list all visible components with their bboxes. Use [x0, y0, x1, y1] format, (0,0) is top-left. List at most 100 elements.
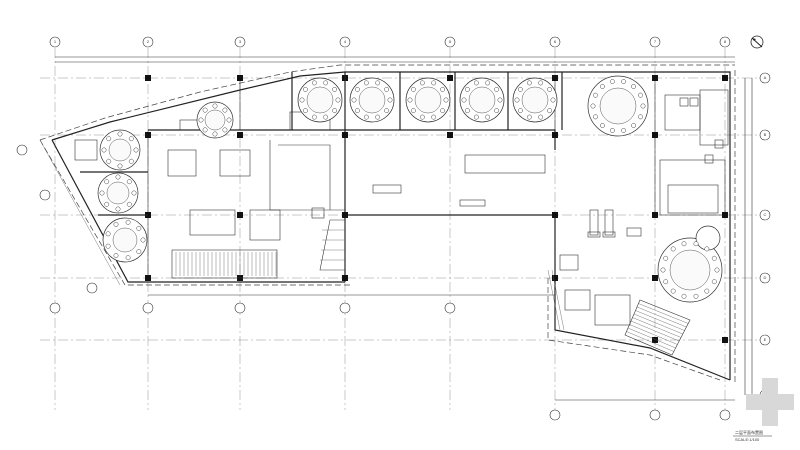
- chair: [332, 108, 338, 114]
- grid-label-top-4: 4: [344, 39, 347, 44]
- chair: [113, 253, 119, 259]
- chair: [128, 158, 134, 164]
- chair: [593, 92, 598, 98]
- chair: [517, 108, 523, 114]
- chair: [131, 190, 137, 196]
- chair: [494, 108, 500, 114]
- grid-label-top-1: 1: [54, 39, 57, 44]
- stair-tread: [626, 331, 674, 352]
- chair: [375, 80, 381, 86]
- private-room-row-top: [291, 72, 649, 137]
- chair: [517, 86, 523, 92]
- grid-label-right-b: B: [764, 132, 767, 137]
- chair: [332, 86, 338, 92]
- chair: [105, 231, 111, 237]
- chair: [485, 114, 491, 120]
- chair: [410, 86, 416, 92]
- chair: [125, 255, 131, 261]
- chair: [526, 80, 532, 86]
- chair: [464, 108, 470, 114]
- chair: [473, 80, 479, 86]
- chair: [126, 201, 132, 207]
- drawing-scale: SCALE:1/100: [735, 437, 760, 442]
- chair: [335, 97, 341, 103]
- chair: [693, 293, 699, 299]
- chair: [711, 255, 717, 261]
- chair: [621, 79, 627, 85]
- stair-tread: [632, 317, 682, 338]
- chair: [104, 179, 110, 185]
- chair: [117, 163, 123, 169]
- chair: [375, 114, 381, 120]
- chair: [323, 80, 329, 86]
- chair: [198, 117, 204, 123]
- chair: [104, 201, 110, 207]
- chair: [299, 97, 305, 103]
- private-room-right: [657, 225, 723, 303]
- chair: [419, 80, 425, 86]
- chair: [113, 221, 119, 227]
- stair-tread: [633, 313, 683, 335]
- chair: [115, 174, 121, 180]
- chair: [590, 103, 596, 109]
- chair: [714, 267, 720, 273]
- dining-table: [512, 77, 558, 123]
- grid-label-top-2: 2: [147, 39, 150, 44]
- chair: [547, 108, 553, 114]
- chair: [202, 107, 208, 113]
- chair: [222, 107, 228, 113]
- chair: [631, 84, 637, 89]
- chair: [461, 97, 467, 103]
- chair: [609, 127, 615, 133]
- chair: [133, 147, 139, 153]
- chair: [117, 131, 123, 137]
- chair: [99, 190, 105, 196]
- chair: [663, 279, 669, 285]
- chair: [497, 97, 503, 103]
- chair: [431, 80, 437, 86]
- stair-tread: [635, 310, 685, 331]
- building-outline: [39, 64, 736, 385]
- grid-label-top-3: 3: [239, 39, 242, 44]
- chair: [693, 241, 699, 247]
- chair: [704, 288, 710, 294]
- chair: [593, 114, 598, 120]
- grid-label-top-6: 6: [554, 39, 557, 44]
- chair: [431, 114, 437, 120]
- chair: [640, 103, 646, 109]
- grid-label-right-d: D: [764, 275, 767, 280]
- grid-bubble-labels-top: 1 2 3 4 5 6 7 8: [54, 39, 727, 44]
- stair-tread: [639, 299, 691, 321]
- chair: [363, 80, 369, 86]
- stair-tread: [629, 324, 678, 345]
- chair: [302, 86, 308, 92]
- chair: [407, 97, 413, 103]
- chair: [538, 80, 544, 86]
- chair: [670, 246, 676, 252]
- dining-table: [102, 217, 148, 263]
- dining-table: [297, 77, 343, 123]
- staircase-main: [171, 249, 278, 279]
- chair: [443, 97, 449, 103]
- grid-bubbles-right: [759, 72, 771, 401]
- chair: [212, 103, 218, 109]
- chair: [125, 219, 131, 225]
- chair: [670, 288, 676, 294]
- grid-lines: [40, 48, 770, 410]
- chair: [311, 80, 317, 86]
- chair: [387, 97, 393, 103]
- chair: [681, 241, 687, 247]
- chair: [494, 86, 500, 92]
- chair: [140, 237, 146, 243]
- chair: [599, 123, 605, 128]
- chair: [538, 114, 544, 120]
- stair-tread: [627, 327, 676, 349]
- chair: [212, 131, 218, 137]
- chair: [638, 92, 643, 98]
- dining-table: [405, 77, 451, 123]
- chair: [128, 136, 134, 142]
- chair: [202, 127, 208, 133]
- chair: [410, 108, 416, 114]
- grid-bubbles-top: [49, 36, 731, 48]
- dining-table: [349, 77, 395, 123]
